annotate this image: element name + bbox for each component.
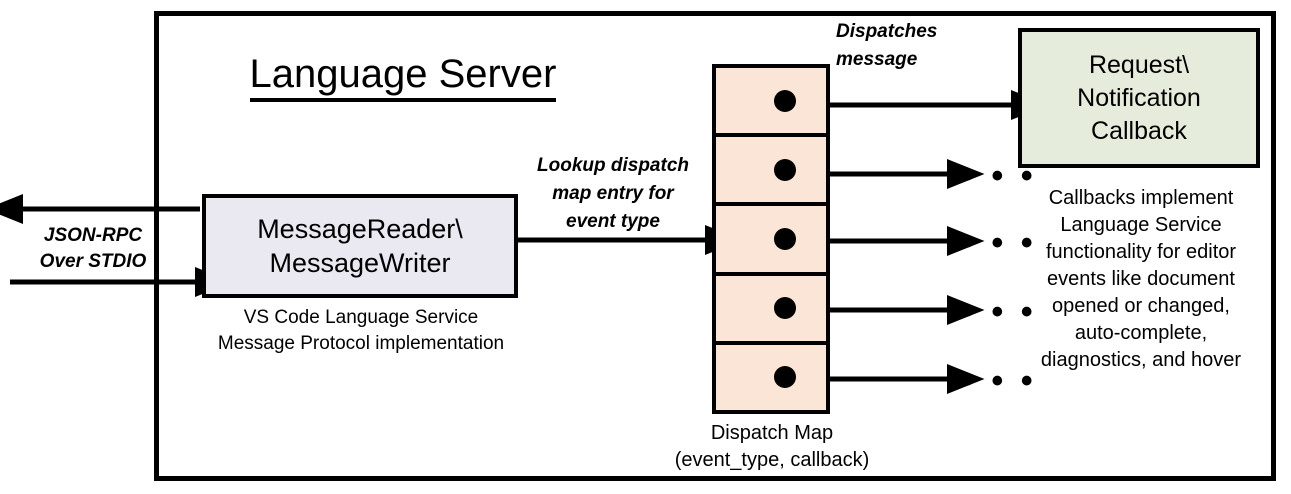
callback-dot-icon bbox=[774, 228, 796, 250]
lookup-dispatch-label: Lookup dispatch map entry for event type bbox=[518, 152, 708, 236]
callback-dot-icon bbox=[774, 297, 796, 320]
dispatch-map-row[interactable] bbox=[716, 137, 826, 207]
callback-description-text: Callbacks implement Language Service fun… bbox=[1040, 187, 1242, 371]
dispatch-map-row[interactable] bbox=[716, 68, 826, 138]
dispatch-map-caption: Dispatch Map (event_type, callback) bbox=[650, 420, 894, 474]
message-reader-writer-label: MessageReader\ MessageWriter bbox=[257, 214, 463, 278]
jsonrpc-protocol-text: JSON-RPC Over STDIO bbox=[39, 225, 147, 272]
ellipsis-row-5: • • • bbox=[962, 362, 1037, 400]
language-server-boundary bbox=[154, 11, 1276, 481]
dispatch-map-caption-text: Dispatch Map (event_type, callback) bbox=[674, 422, 870, 471]
page-title-text: Language Server bbox=[249, 52, 557, 102]
request-notification-callback-label: Request\ Notification Callback bbox=[1077, 50, 1201, 145]
dispatches-message-text: Dispatches message bbox=[836, 21, 938, 70]
message-reader-writer-caption-text: VS Code Language Service Message Protoco… bbox=[217, 307, 505, 354]
request-notification-callback-box[interactable]: Request\ Notification Callback bbox=[1018, 28, 1260, 168]
ellipsis-row-2: • • • bbox=[962, 157, 1037, 195]
callback-dot-icon bbox=[774, 366, 796, 389]
callback-dot-icon bbox=[774, 158, 796, 181]
jsonrpc-protocol-label: JSON-RPC Over STDIO bbox=[18, 223, 168, 275]
message-reader-writer-caption: VS Code Language Service Message Protoco… bbox=[186, 305, 536, 357]
dispatch-map-row[interactable] bbox=[716, 206, 826, 276]
dispatch-map-table[interactable] bbox=[712, 64, 830, 414]
callback-description: Callbacks implement Language Service fun… bbox=[1010, 185, 1272, 374]
dispatch-map-row[interactable] bbox=[716, 276, 826, 345]
message-reader-writer-box[interactable]: MessageReader\ MessageWriter bbox=[202, 194, 518, 298]
page-title: Language Server bbox=[233, 50, 573, 102]
lookup-dispatch-text: Lookup dispatch map entry for event type bbox=[537, 155, 689, 232]
dispatch-map-row[interactable] bbox=[716, 345, 826, 410]
callback-dot-icon bbox=[774, 89, 796, 112]
dispatches-message-label: Dispatches message bbox=[836, 18, 1026, 74]
